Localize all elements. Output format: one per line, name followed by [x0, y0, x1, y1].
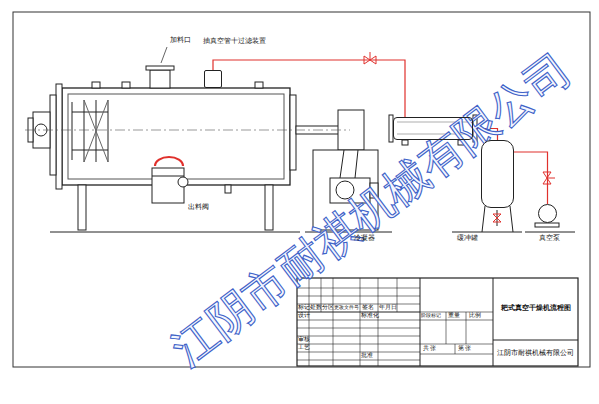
- drawing-circle: [178, 177, 188, 187]
- drawing-rect: [150, 70, 170, 88]
- drawing-title: 耙式真空干燥机流程图: [501, 305, 571, 312]
- drawing-line: [360, 278, 361, 366]
- drawing-rect: [122, 82, 130, 88]
- drawing-line: [547, 178, 555, 179]
- drawing-line: [297, 320, 420, 321]
- drawing-rect: [68, 94, 284, 179]
- drawing-line: [493, 278, 494, 366]
- table-cell: 江阴市耐祺机械有限公司: [497, 350, 574, 357]
- drawing-circle: [336, 181, 354, 199]
- table-cell: 审核: [298, 337, 310, 343]
- drawing-rect: [146, 66, 174, 70]
- drawing-line: [84, 100, 108, 162]
- drawing-line: [25, 130, 350, 131]
- table-cell: 阶段标记: [421, 313, 441, 318]
- drawing-line: [152, 176, 184, 177]
- table-cell: 标准化: [361, 313, 379, 319]
- drawing-path: [155, 157, 183, 166]
- drawing-line: [420, 278, 421, 366]
- vacuum-pipe: [213, 60, 405, 117]
- drawing-rect: [535, 223, 559, 227]
- drawing-rect: [92, 82, 100, 88]
- drawing-line: [72, 102, 73, 160]
- table-cell: 设计: [298, 313, 310, 319]
- drawing-rect: [265, 185, 273, 230]
- drawing-line: [452, 232, 522, 233]
- drawing-line: [493, 340, 578, 341]
- drawing-line: [50, 232, 300, 233]
- table-cell: 处数: [310, 305, 322, 311]
- drawing-line: [72, 150, 108, 151]
- equipment-label: 缓冲罐: [457, 235, 478, 242]
- drawing-line: [420, 320, 493, 321]
- drawing-rect: [297, 278, 578, 366]
- equipment-label: 抽真空管十过滤装置: [203, 38, 266, 45]
- part-label: 出料阀: [188, 204, 209, 211]
- drawing-line: [333, 278, 334, 366]
- table-cell: 标记: [298, 305, 310, 311]
- equipment-label: 冷凝器: [354, 235, 375, 242]
- drawing-line: [525, 232, 575, 233]
- table-cell: 比例: [469, 313, 481, 319]
- vacuum-pipe: [514, 152, 548, 204]
- drawing-rect: [225, 185, 231, 193]
- drawing-line: [108, 100, 109, 162]
- drawing-line: [466, 312, 467, 344]
- drawing-line: [370, 52, 371, 60]
- drawing-rect: [402, 140, 408, 145]
- drawing-rect: [56, 84, 62, 189]
- part-label: 加料口: [170, 37, 191, 44]
- equipment-label: 真空泵: [539, 235, 560, 242]
- drawing-line: [297, 352, 420, 353]
- drawing-line: [297, 328, 420, 329]
- drawing-polygon: [493, 214, 501, 222]
- drawing-rect: [338, 110, 364, 150]
- drawing-line: [297, 288, 420, 289]
- drawing-line: [84, 100, 108, 162]
- drawing-line: [297, 296, 420, 297]
- drawing-line: [455, 344, 456, 354]
- drawing-rect: [78, 185, 86, 230]
- table-cell: 工艺: [298, 345, 310, 351]
- drawing-g: [13, 12, 590, 367]
- table-cell: 年月日: [379, 305, 397, 311]
- table-cell: 批准: [361, 353, 373, 359]
- table-cell: 共 张: [423, 346, 436, 352]
- drawing-line: [340, 150, 344, 178]
- drawing-rect: [50, 95, 56, 175]
- condenser: 冷凝器: [393, 117, 473, 140]
- table-cell: 更改文件号: [334, 305, 359, 310]
- drawing-line: [297, 344, 420, 345]
- vacuum-pump: 真空泵: [538, 204, 557, 223]
- drawing-line: [309, 278, 310, 366]
- drawing-line: [84, 100, 85, 162]
- drawing-line: [297, 336, 420, 337]
- table-cell: 签名: [362, 305, 374, 311]
- drawing-line: [420, 354, 493, 355]
- drawing-rect: [13, 12, 590, 367]
- filter-unit: 抽真空管十过滤装置: [204, 70, 222, 88]
- drawing-line: [378, 278, 379, 366]
- drawing-line: [297, 360, 420, 361]
- table-cell: 第 张: [458, 346, 471, 352]
- table-cell: 分区: [322, 305, 334, 311]
- table-cell: 重量: [448, 313, 460, 319]
- drawing-rect: [290, 95, 296, 170]
- drawing-line: [72, 112, 108, 113]
- drawing-line: [482, 206, 485, 232]
- drawing-line: [161, 47, 167, 63]
- drawing-line: [297, 312, 420, 313]
- drawing-line: [420, 344, 493, 345]
- drawing-rect: [255, 82, 263, 88]
- drawing-line: [355, 150, 358, 178]
- drawing-line: [446, 312, 447, 344]
- buffer-tank: 缓冲罐: [481, 140, 514, 208]
- drawing-line: [510, 206, 513, 232]
